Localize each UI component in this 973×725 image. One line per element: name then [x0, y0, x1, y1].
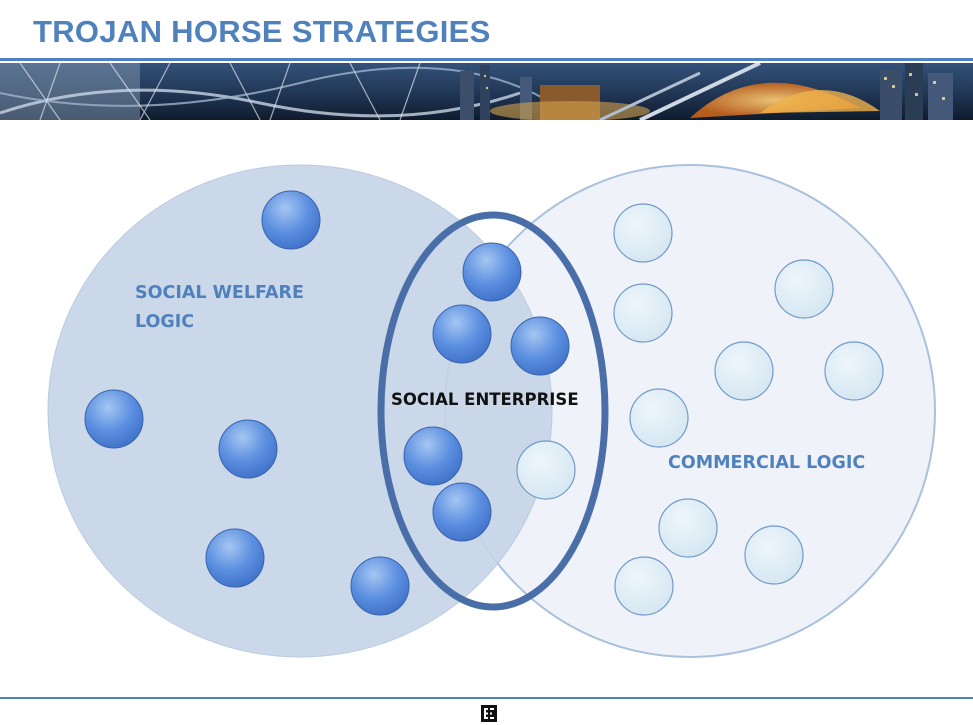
light-node	[614, 556, 674, 616]
dark-node	[403, 426, 463, 486]
dark-node	[510, 316, 570, 376]
dark-node	[218, 419, 278, 479]
light-node	[714, 341, 774, 401]
social-welfare-logic-label-line1: SOCIAL WELFARE	[135, 283, 304, 303]
dark-node	[462, 242, 522, 302]
light-node	[744, 525, 804, 585]
city-skyline-banner	[0, 63, 973, 120]
light-node	[774, 259, 834, 319]
light-node	[629, 388, 689, 448]
dark-node	[432, 482, 492, 542]
title-divider	[0, 58, 973, 61]
light-node	[613, 203, 673, 263]
light-node	[516, 440, 576, 500]
commercial-logic-label: COMMERCIAL LOGIC	[668, 453, 866, 473]
dark-node	[350, 556, 410, 616]
page-title: TROJAN HORSE STRATEGIES	[33, 14, 491, 49]
dark-node	[84, 389, 144, 449]
dark-node	[261, 190, 321, 250]
social-enterprise-ring	[377, 211, 609, 611]
social-welfare-logic-label: SOCIAL WELFARE LOGIC	[135, 279, 304, 337]
venn-diagram	[47, 164, 936, 658]
footer-divider	[0, 697, 973, 699]
light-node	[658, 498, 718, 558]
light-node	[613, 283, 673, 343]
social-welfare-logic-set	[47, 164, 553, 658]
social-enterprise-label: SOCIAL ENTERPRISE	[391, 390, 579, 409]
dark-node	[205, 528, 265, 588]
dark-node	[432, 304, 492, 364]
social-welfare-logic-label-line2: LOGIC	[135, 312, 195, 332]
publisher-logo-icon	[481, 705, 497, 722]
light-node	[824, 341, 884, 401]
